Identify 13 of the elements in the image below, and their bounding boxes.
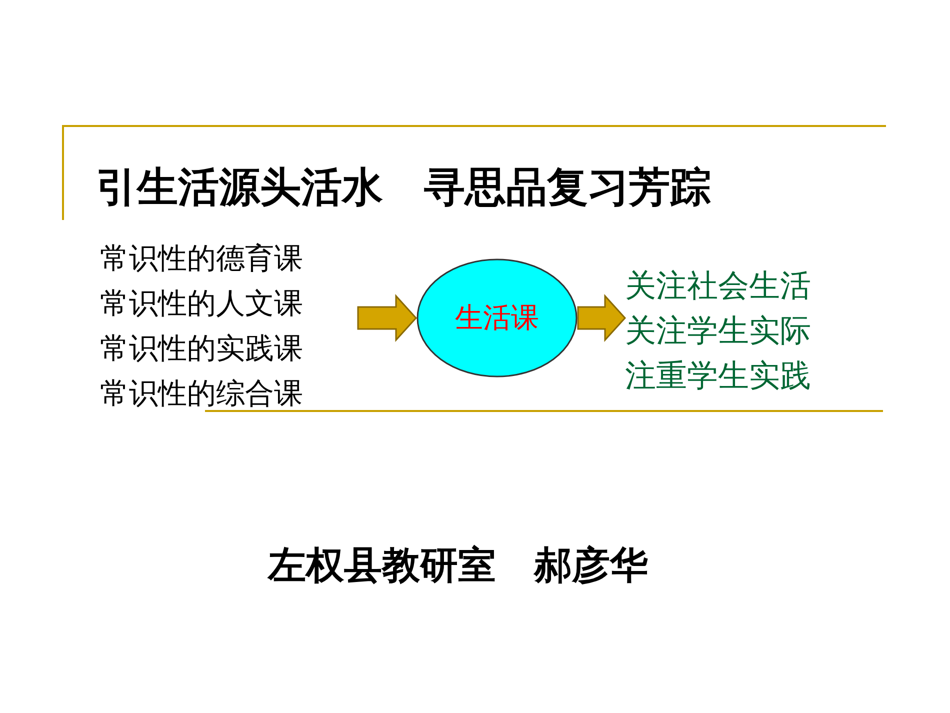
text-line: 常识性的实践课 (100, 330, 304, 367)
text-line: 关注社会生活 (625, 266, 812, 306)
text-line: 常识性的人文课 (100, 285, 304, 322)
slide-title: 引生活源头活水 寻思品复习芳踪 (96, 162, 711, 213)
block-arrow (577, 294, 626, 342)
text-line: 关注学生实际 (625, 312, 812, 350)
text-line: 生活课 (455, 301, 539, 335)
ellipse-node (416, 258, 578, 378)
author-text: 左权县教研室 郝彦华 (268, 542, 648, 589)
text-line: 常识性的综合课 (100, 375, 304, 412)
text-line: 常识性的德育课 (100, 240, 304, 277)
text-line: 注重学生实践 (625, 356, 812, 396)
block-arrow (357, 294, 418, 342)
